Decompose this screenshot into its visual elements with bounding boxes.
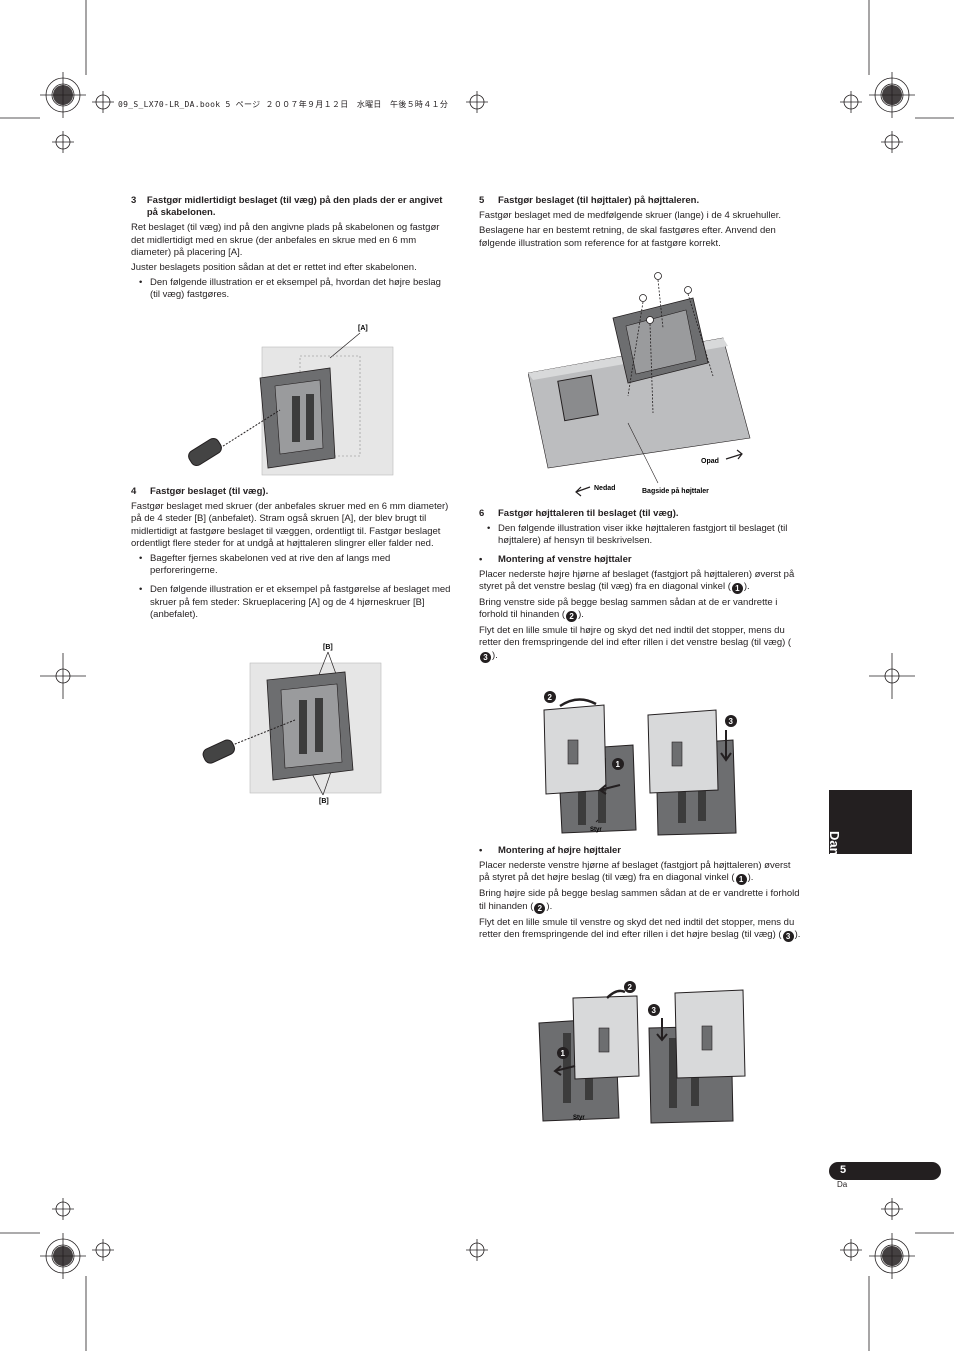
label-guide-left: Styr: [590, 827, 602, 833]
label-b-bottom: [B]: [319, 798, 329, 805]
label-down: Nedad: [594, 485, 615, 492]
language-tab: Dansk: [827, 790, 912, 870]
marker-1: 1: [735, 874, 747, 886]
label-up: Opad: [701, 458, 719, 465]
marker-3: 3: [782, 930, 794, 942]
svg-text:2: 2: [628, 983, 633, 992]
print-header: 09_S_LX70-LR_DA.book 5 ページ ２００７年９月１２日 水曜…: [118, 100, 449, 109]
right-speaker-text-1: Placer nederste venstre hjørne af beslag…: [479, 860, 791, 886]
label-guide-right: Styr: [573, 1115, 585, 1121]
right-speaker-heading: Montering af højre højttaler: [479, 845, 801, 857]
label-b-top: [B]: [323, 644, 333, 651]
left-speaker-text-1: Placer nederste højre hjørne af beslaget…: [479, 568, 795, 595]
left-speaker-heading: Montering af venstre højttaler: [479, 554, 801, 566]
step-6-bullet-1: Den følgende illustration viser ikke høj…: [487, 523, 801, 547]
step-3-text-2: Juster beslagets position sådan at det e…: [131, 262, 417, 274]
page-language: Da: [837, 1180, 848, 1189]
figure-right-speaker-mount: 2 1 3 Styr: [538, 981, 746, 1124]
right-speaker-text-3: Flyt det en lille smule til venstre og s…: [479, 916, 801, 942]
figure-bracket-template-a: [A]: [188, 325, 394, 476]
step-5-text-1: Fastgør beslaget med de medfølgende skru…: [479, 210, 782, 222]
page-number-badge: 5: [829, 1162, 941, 1180]
figure-left-speaker-mount: 2 1 3 Styr: [543, 691, 737, 836]
crosshair-marks: [40, 91, 915, 1261]
figure-speaker-bracket: Opad Nedad Bagside på højttaler: [528, 272, 751, 497]
svg-text:3: 3: [729, 717, 734, 726]
marker-2: 2: [566, 611, 578, 623]
svg-text:1: 1: [616, 760, 621, 769]
svg-text:2: 2: [548, 693, 553, 702]
left-speaker-text-3: Flyt det en lille smule til højre og sky…: [479, 625, 792, 663]
step-3-text-1: Ret beslaget (til væg) ind på den angivn…: [131, 222, 440, 258]
marker-1: 1: [731, 583, 743, 595]
step-5-text-2: Beslagene har en bestemt retning, de ska…: [479, 225, 776, 249]
right-speaker-text-2: Bring højre side på begge beslag sammen …: [479, 888, 800, 914]
svg-text:3: 3: [652, 1006, 657, 1015]
step-3-bullet-1: Den følgende illustration er et eksempel…: [139, 277, 453, 301]
marker-3: 3: [480, 651, 491, 663]
label-a: [A]: [358, 325, 368, 332]
step-4-bullet-2: Den følgende illustration er et eksempel…: [139, 584, 453, 621]
left-speaker-text-2: Bring venstre side på begge beslag samme…: [479, 597, 778, 623]
label-speaker-back: Bagside på højttaler: [642, 487, 709, 495]
svg-text:1: 1: [561, 1049, 566, 1058]
marker-2: 2: [534, 902, 546, 914]
step-4-text-1: Fastgør beslaget med skruer (der anbefal…: [131, 501, 449, 549]
figure-bracket-screws-b: [B] [B]: [202, 644, 382, 805]
step-4-bullet-1: Bagefter fjernes skabelonen ved at rive …: [139, 553, 453, 577]
right-column-right-speaker: Montering af højre højttaler Placer nede…: [479, 845, 801, 945]
